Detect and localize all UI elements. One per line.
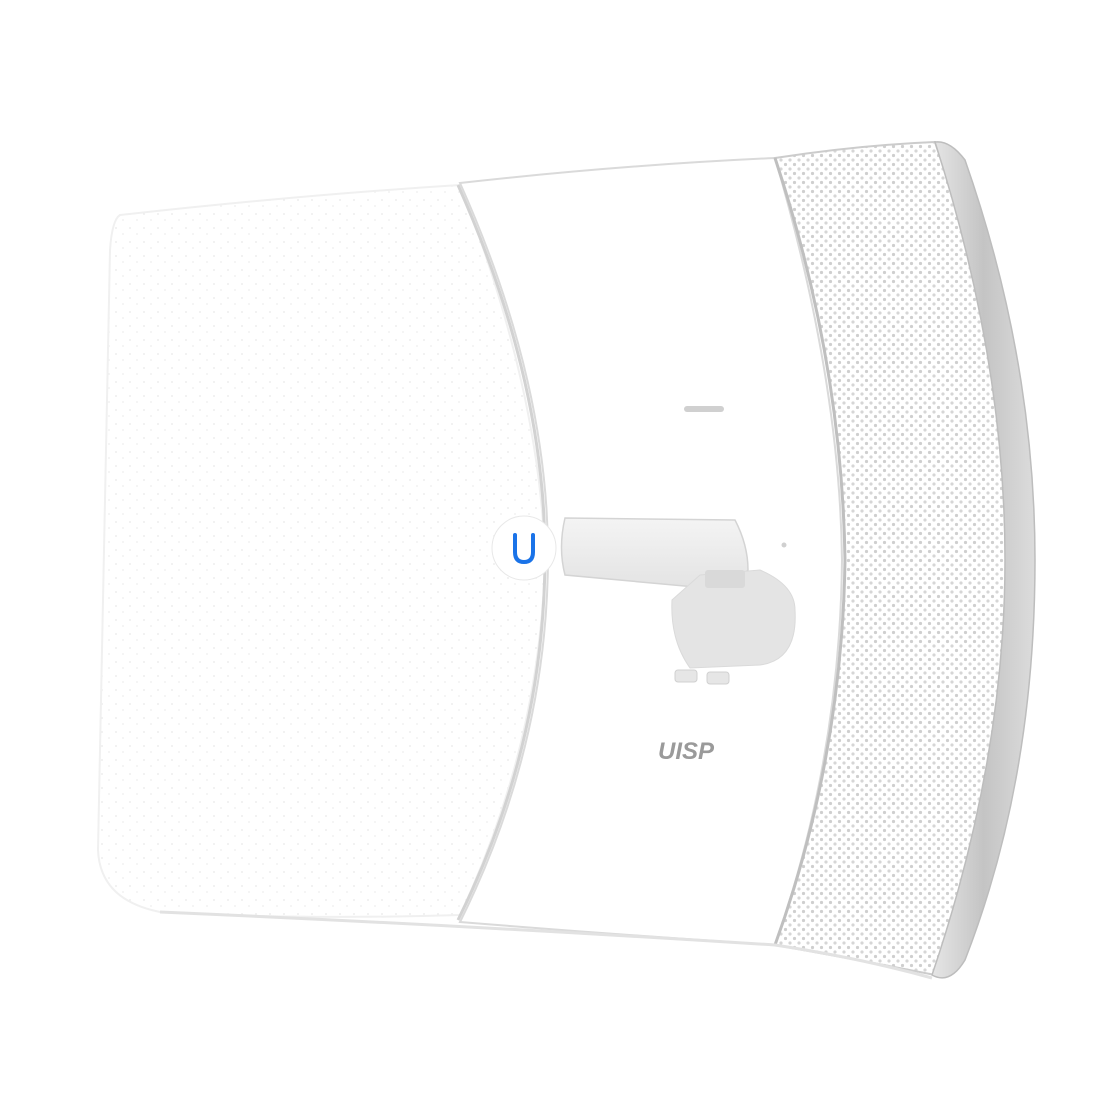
ubiquiti-u-logo-icon xyxy=(491,515,557,581)
left-housing-panel xyxy=(96,183,547,918)
top-slot xyxy=(684,406,724,412)
bottom-edge xyxy=(159,910,933,980)
mesh-inner-edge xyxy=(773,157,847,946)
pole-mount-bracket-icon xyxy=(560,517,796,685)
isp-logo: UISP xyxy=(658,738,715,765)
outer-rim xyxy=(931,141,1036,979)
